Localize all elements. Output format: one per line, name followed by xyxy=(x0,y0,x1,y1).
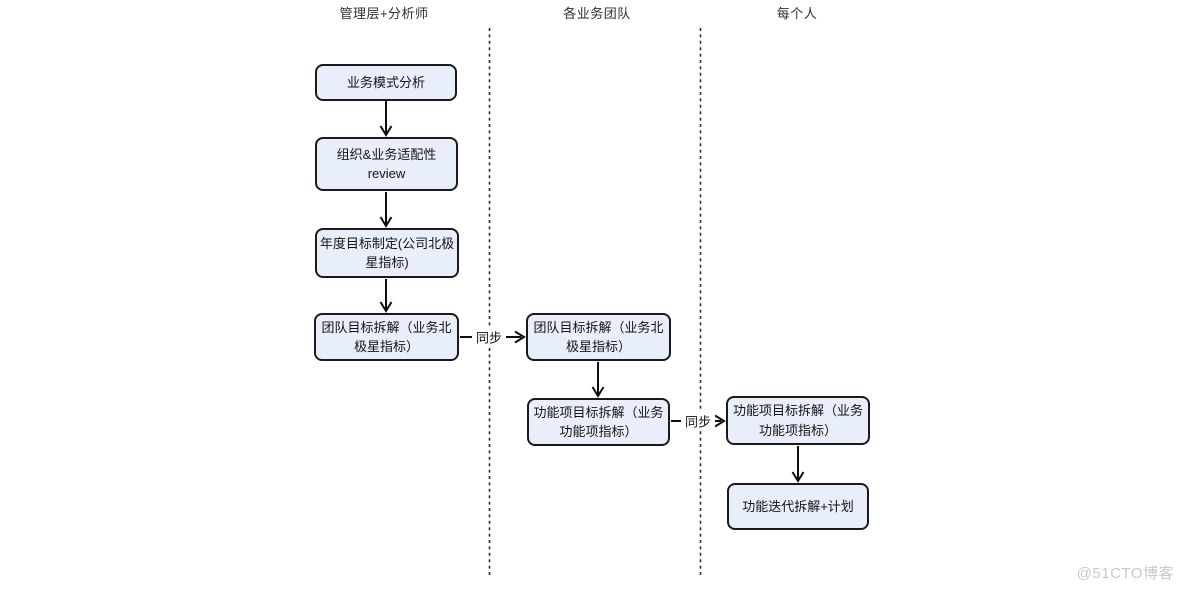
arrow-node3-to-node4 xyxy=(379,279,393,313)
sync-label-2: 同步 xyxy=(680,411,716,431)
flow-node-org-business-fit-review: 组织&业务适配性 review xyxy=(315,137,458,191)
lane-header-business-teams: 各业务团队 xyxy=(563,6,631,21)
flow-node-iteration-breakdown-plan: 功能迭代拆解+计划 xyxy=(727,483,869,530)
arrow-node2-to-node3 xyxy=(379,192,393,228)
flow-node-feature-goal-breakdown-person: 功能项目标拆解（业务功能项指标） xyxy=(726,396,870,445)
sync-label-1: 同步 xyxy=(471,327,507,347)
arrow-node1-to-node2 xyxy=(379,101,393,137)
watermark-51cto: @51CTO博客 xyxy=(1076,565,1174,582)
flow-node-team-goal-breakdown-mgmt: 团队目标拆解（业务北极星指标） xyxy=(314,313,459,361)
lane-header-everyone: 每个人 xyxy=(776,6,818,21)
arrow-node7-to-node8 xyxy=(791,446,805,483)
flow-node-business-model-analysis: 业务模式分析 xyxy=(315,64,457,101)
lane-header-management: 管理层+分析师 xyxy=(339,6,429,21)
arrow-node5-to-node6 xyxy=(591,362,605,398)
flow-node-annual-goal-setting: 年度目标制定(公司北极星指标) xyxy=(315,228,459,278)
flow-node-feature-goal-breakdown-team: 功能项目标拆解（业务功能项指标） xyxy=(527,398,670,446)
flow-node-team-goal-breakdown-team: 团队目标拆解（业务北极星指标） xyxy=(526,313,671,361)
